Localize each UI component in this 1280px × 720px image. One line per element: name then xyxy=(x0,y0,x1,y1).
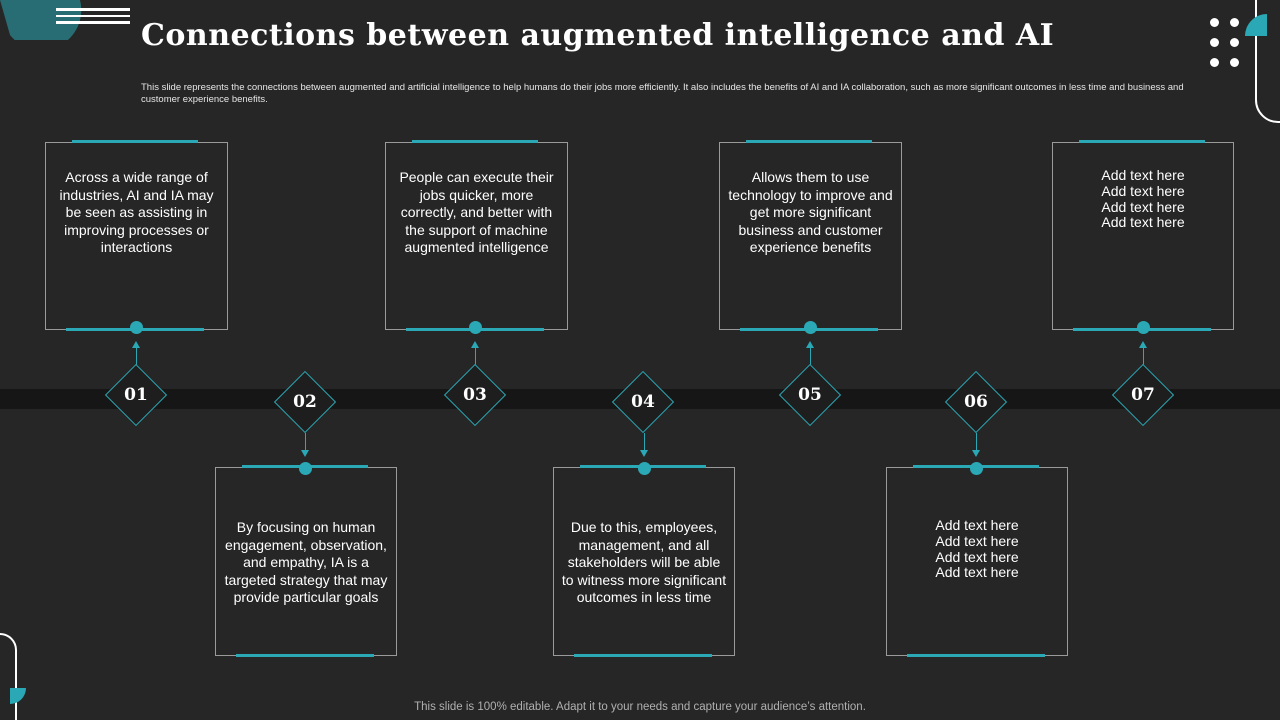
step-text-06: Add text here Add text here Add text her… xyxy=(935,517,1019,581)
arrow-up-icon xyxy=(132,341,140,348)
dots-grid-icon xyxy=(1210,18,1244,70)
corner-outline-bottom-left xyxy=(0,633,17,720)
connector-02 xyxy=(305,433,306,451)
arrow-up-icon xyxy=(471,341,479,348)
connector-01 xyxy=(136,346,137,366)
step-card-03: People can execute their jobs quicker, m… xyxy=(385,140,568,331)
step-dot-06 xyxy=(970,462,983,475)
step-text-05: Allows them to use technology to improve… xyxy=(728,169,893,256)
step-card-02: By focusing on human engagement, observa… xyxy=(215,465,397,657)
step-number-07: 07 xyxy=(1131,385,1155,405)
card-accent-bottom xyxy=(236,654,374,657)
step-number-05: 05 xyxy=(798,385,822,405)
page-title: Connections between augmented intelligen… xyxy=(141,18,1055,53)
step-text-01: Across a wide range of industries, AI an… xyxy=(59,169,214,256)
step-dot-02 xyxy=(299,462,312,475)
connector-06 xyxy=(976,433,977,451)
step-card-04: Due to this, employees, management, and … xyxy=(553,465,735,657)
step-number-02: 02 xyxy=(293,392,317,412)
step-card-06: Add text here Add text here Add text her… xyxy=(886,465,1068,657)
step-number-01: 01 xyxy=(124,385,148,405)
connector-07 xyxy=(1143,346,1144,366)
step-text-02: By focusing on human engagement, observa… xyxy=(224,519,388,606)
footer-note: This slide is 100% editable. Adapt it to… xyxy=(414,701,866,713)
step-card-05: Allows them to use technology to improve… xyxy=(719,140,902,331)
step-dot-04 xyxy=(638,462,651,475)
corner-outline-top-right xyxy=(1255,0,1280,123)
corner-quarter-bottom-left xyxy=(10,688,26,704)
step-dot-05 xyxy=(804,321,817,334)
step-card-01: Across a wide range of industries, AI an… xyxy=(45,140,228,331)
connector-03 xyxy=(475,346,476,366)
step-number-06: 06 xyxy=(964,392,988,412)
step-text-04: Due to this, employees, management, and … xyxy=(561,519,727,606)
step-number-04: 04 xyxy=(631,392,655,412)
arrow-up-icon xyxy=(806,341,814,348)
arrow-down-icon xyxy=(301,450,309,457)
arrow-down-icon xyxy=(972,450,980,457)
step-card-07: Add text here Add text here Add text her… xyxy=(1052,140,1234,331)
card-accent-bottom xyxy=(907,654,1045,657)
step-dot-01 xyxy=(130,321,143,334)
step-text-07: Add text here Add text here Add text her… xyxy=(1101,167,1185,231)
step-dot-07 xyxy=(1137,321,1150,334)
card-accent-top xyxy=(72,140,198,143)
card-accent-top xyxy=(1079,140,1205,143)
step-dot-03 xyxy=(469,321,482,334)
connector-05 xyxy=(810,346,811,366)
page-subtitle: This slide represents the connections be… xyxy=(141,82,1184,105)
step-text-03: People can execute their jobs quicker, m… xyxy=(399,169,554,256)
card-accent-top xyxy=(412,140,538,143)
connector-04 xyxy=(644,433,645,451)
corner-quarter-top-right xyxy=(1245,14,1267,36)
card-accent-bottom xyxy=(574,654,712,657)
card-accent-top xyxy=(746,140,872,143)
arrow-up-icon xyxy=(1139,341,1147,348)
menu-lines-icon xyxy=(56,8,130,28)
step-number-03: 03 xyxy=(463,385,487,405)
arrow-down-icon xyxy=(640,450,648,457)
